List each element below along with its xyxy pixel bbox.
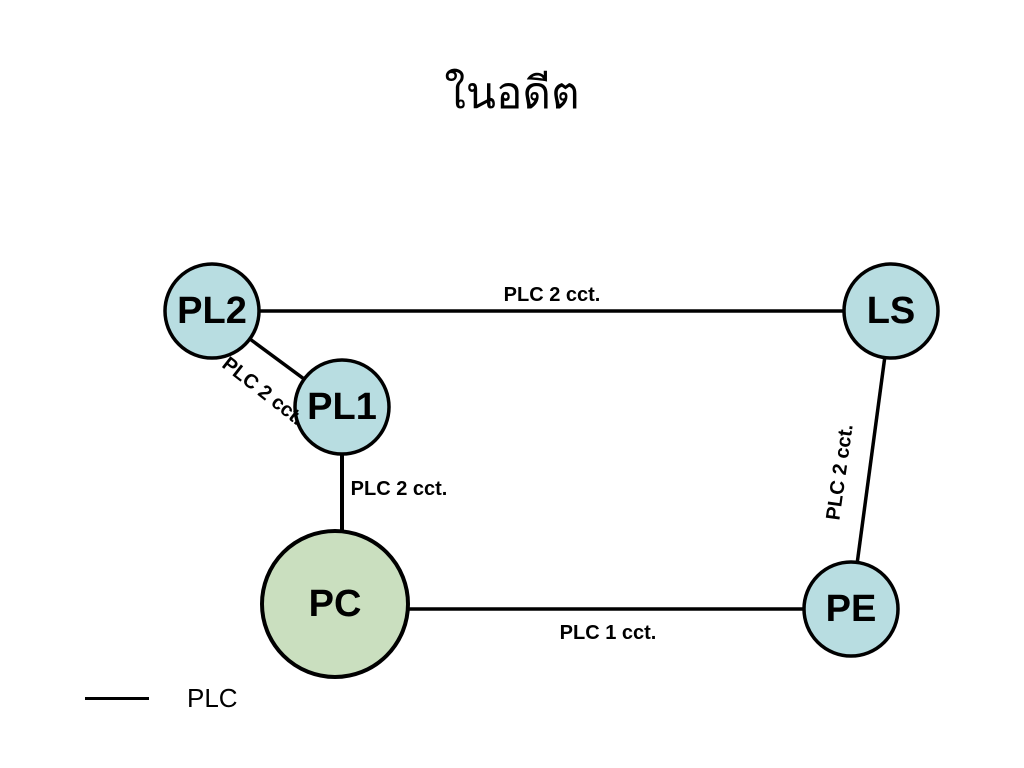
node-pl2: PL2 [163, 262, 261, 360]
node-ls-label: LS [867, 290, 916, 332]
node-pl1: PL1 [293, 358, 391, 456]
node-pe: PE [802, 560, 900, 658]
legend-label: PLC [187, 682, 238, 713]
link-ls-pe [849, 310, 893, 610]
link-label-pl2-ls: PLC 2 cct. [504, 284, 601, 306]
link-label-ls-pe: PLC 2 cct. [822, 423, 857, 522]
node-pc-label: PC [309, 583, 362, 625]
legend-line-swatch [85, 696, 149, 700]
link-label-pc-pe: PLC 1 cct. [560, 622, 657, 644]
node-pl2-circle [163, 262, 261, 360]
link-label-pl1-pc: PLC 2 cct. [351, 478, 448, 500]
node-pl1-circle [293, 358, 391, 456]
node-pc-circle [260, 529, 410, 679]
node-pl1-label: PL1 [307, 386, 377, 428]
nodes-layer: PL2 LS PL1 PC PE [163, 262, 940, 679]
legend: PLC [85, 680, 238, 716]
node-ls-circle [842, 262, 940, 360]
node-pl2-label: PL2 [177, 290, 247, 332]
link-label-pl2-pl1: PLC 2 cct. [218, 353, 308, 430]
slide-title: ในอดีต [444, 68, 580, 119]
node-pe-circle [802, 560, 900, 658]
node-pc: PC [260, 529, 410, 679]
node-pe-label: PE [826, 588, 877, 630]
node-ls: LS [842, 262, 940, 360]
